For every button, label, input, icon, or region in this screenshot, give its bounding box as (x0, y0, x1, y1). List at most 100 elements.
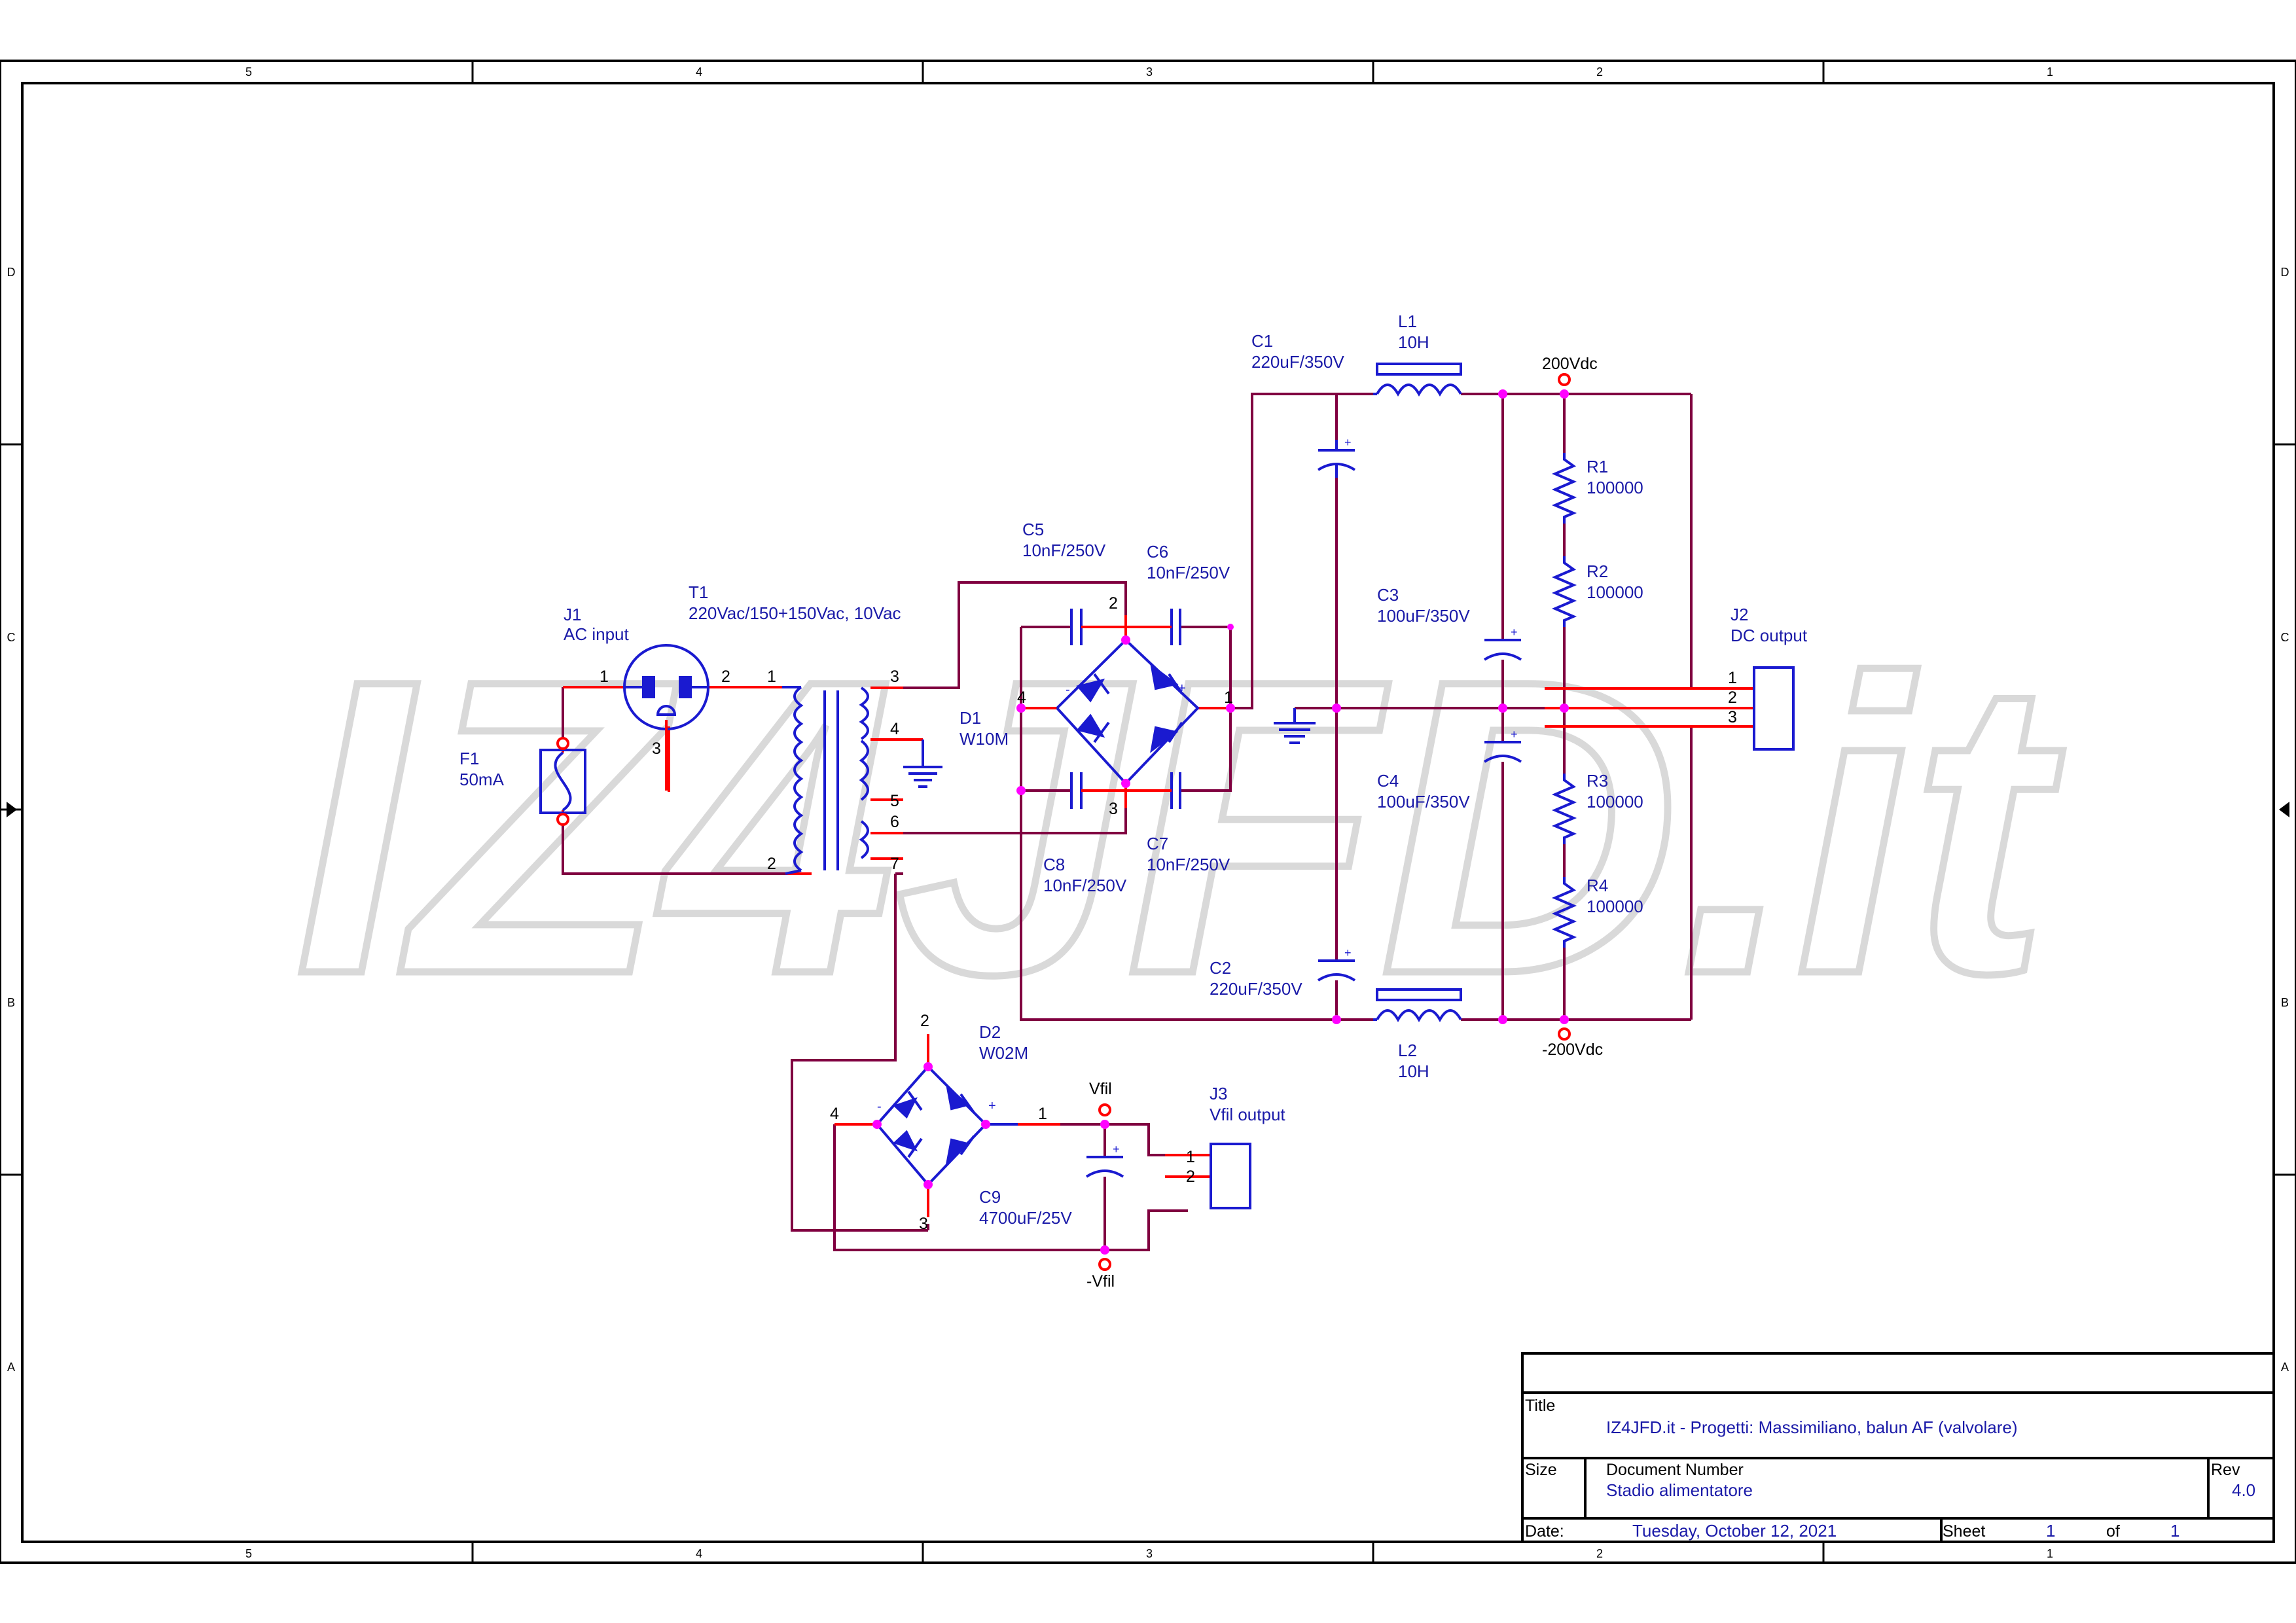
pin-t1-6: 6 (890, 813, 899, 831)
ground-symbol-transformer (903, 740, 942, 788)
r3-ref: R3 (1587, 771, 1608, 791)
sheet-total: 1 (2170, 1521, 2179, 1541)
zone-row-b-right: B (2281, 996, 2289, 1009)
pin-j1-2: 2 (721, 668, 730, 686)
j2-connector (1753, 666, 1795, 751)
rev-label: Rev (2211, 1461, 2240, 1479)
c1-value: 220uF/350V (1251, 352, 1344, 372)
title-value: IZ4JFD.it - Progetti: Massimiliano, balu… (1606, 1418, 2018, 1437)
c4-value: 100uF/350V (1377, 792, 1470, 812)
capacitor-plus-marks: + + + + + (1113, 436, 1518, 1156)
zone-col-5-bottom: 5 (245, 1547, 252, 1560)
net-label-vfil: Vfil (1089, 1080, 1112, 1098)
net-label-minus-vfil: -Vfil (1086, 1272, 1115, 1291)
net-terminals (1098, 373, 1571, 1271)
sheet-label: Sheet (1943, 1522, 1985, 1541)
net-labels: 200Vdc -200Vdc Vfil -Vfil (1086, 355, 1603, 1291)
pin-d2-4: 4 (830, 1105, 839, 1123)
snubber-capacitor-leads (1081, 626, 1172, 792)
pin-d1-2: 2 (1109, 594, 1118, 613)
pin-j1-3: 3 (652, 740, 661, 758)
pin-d2-3: 3 (919, 1215, 928, 1233)
c1-ref: C1 (1251, 331, 1273, 351)
pin-j2-2: 2 (1728, 688, 1737, 707)
pin-d1-4: 4 (1017, 688, 1026, 707)
d2-bridge-rectifier (876, 1065, 1018, 1186)
d2-minus-mark: - (877, 1099, 882, 1114)
zone-col-5-top: 5 (245, 65, 252, 79)
f1-value: 50mA (459, 770, 505, 789)
r4-ref: R4 (1587, 876, 1608, 895)
c1-plus-mark: + (1344, 436, 1352, 449)
c5-ref: C5 (1022, 520, 1044, 539)
title-label: Title (1525, 1397, 1555, 1415)
zone-row-c-right: C (2281, 631, 2289, 644)
rev-value: 4.0 (2232, 1480, 2255, 1500)
pin-t1-2: 2 (767, 855, 776, 873)
zone-dividers (0, 61, 2296, 1563)
j1-value: AC input (564, 624, 629, 644)
docnum-value: Stadio alimentatore (1606, 1480, 1753, 1500)
c6-ref: C6 (1147, 542, 1168, 562)
c8-ref: C8 (1043, 855, 1065, 874)
docnum-label: Document Number (1606, 1461, 1744, 1479)
zone-row-d-right: D (2281, 266, 2289, 279)
zone-row-a-left: A (7, 1361, 15, 1374)
pin-t1-7: 7 (890, 855, 899, 873)
pin-d2-2: 2 (920, 1012, 929, 1030)
c8-value: 10nF/250V (1043, 876, 1127, 895)
t1-ref: T1 (689, 582, 708, 602)
c9-value: 4700uF/25V (979, 1208, 1072, 1228)
j2-ref: J2 (1731, 605, 1748, 624)
d2-ref: D2 (979, 1022, 1001, 1042)
zone-col-4-bottom: 4 (696, 1547, 702, 1560)
pin-t1-1: 1 (767, 668, 776, 686)
c7-value: 10nF/250V (1147, 855, 1230, 874)
d1-value: W10M (960, 729, 1009, 749)
resistors (1551, 453, 1577, 948)
zone-row-b-left: B (7, 996, 15, 1009)
sheet-frame (0, 60, 2296, 1564)
c6-value: 10nF/250V (1147, 563, 1230, 582)
zone-row-d-left: D (7, 266, 16, 279)
c5-value: 10nF/250V (1022, 541, 1106, 560)
r3-value: 100000 (1587, 792, 1643, 812)
t1-transformer (782, 686, 869, 875)
c4-ref: C4 (1377, 771, 1399, 791)
zone-labels: 5 4 3 2 1 5 4 3 2 1 D C B A D C B A (7, 65, 2289, 1560)
zone-col-1-bottom: 1 (2047, 1547, 2053, 1560)
sheet-number: 1 (2046, 1521, 2055, 1541)
j3-ref: J3 (1210, 1084, 1227, 1103)
pin-d1-3: 3 (1109, 800, 1118, 818)
junctions (872, 389, 1569, 1255)
zone-col-2-top: 2 (1596, 65, 1603, 79)
pin-j3-1: 1 (1186, 1148, 1195, 1166)
d2-polarity-marks: - + (877, 1099, 996, 1114)
f1-ref: F1 (459, 749, 479, 768)
d2-plus-mark: + (988, 1099, 996, 1113)
j3-connector (1210, 1143, 1251, 1209)
pin-d2-1: 1 (1038, 1105, 1047, 1123)
r2-ref: R2 (1587, 562, 1608, 581)
r4-value: 100000 (1587, 897, 1643, 916)
pin-j2-3: 3 (1728, 708, 1737, 726)
d1-bridge-rectifier (1056, 638, 1200, 785)
zone-col-3-top: 3 (1146, 65, 1153, 79)
f1-fuse-terminals (556, 737, 569, 826)
l1-ref: L1 (1398, 312, 1417, 331)
pin-j1-1: 1 (600, 668, 609, 686)
zone-col-2-bottom: 2 (1596, 1547, 1603, 1560)
c3-ref: C3 (1377, 585, 1399, 605)
pin-d1-1: 1 (1224, 688, 1233, 707)
c7-ref: C7 (1147, 834, 1168, 853)
ground-symbol-rail (1274, 708, 1316, 744)
pin-t1-5: 5 (890, 792, 899, 810)
zone-markers (7, 802, 2289, 817)
d1-ref: D1 (960, 708, 981, 728)
zone-col-4-top: 4 (696, 65, 702, 79)
title-block (1521, 1352, 2275, 1543)
zone-row-a-right: A (2281, 1361, 2289, 1374)
r2-value: 100000 (1587, 582, 1643, 602)
d1-polarity-marks: - + (1066, 681, 1186, 697)
